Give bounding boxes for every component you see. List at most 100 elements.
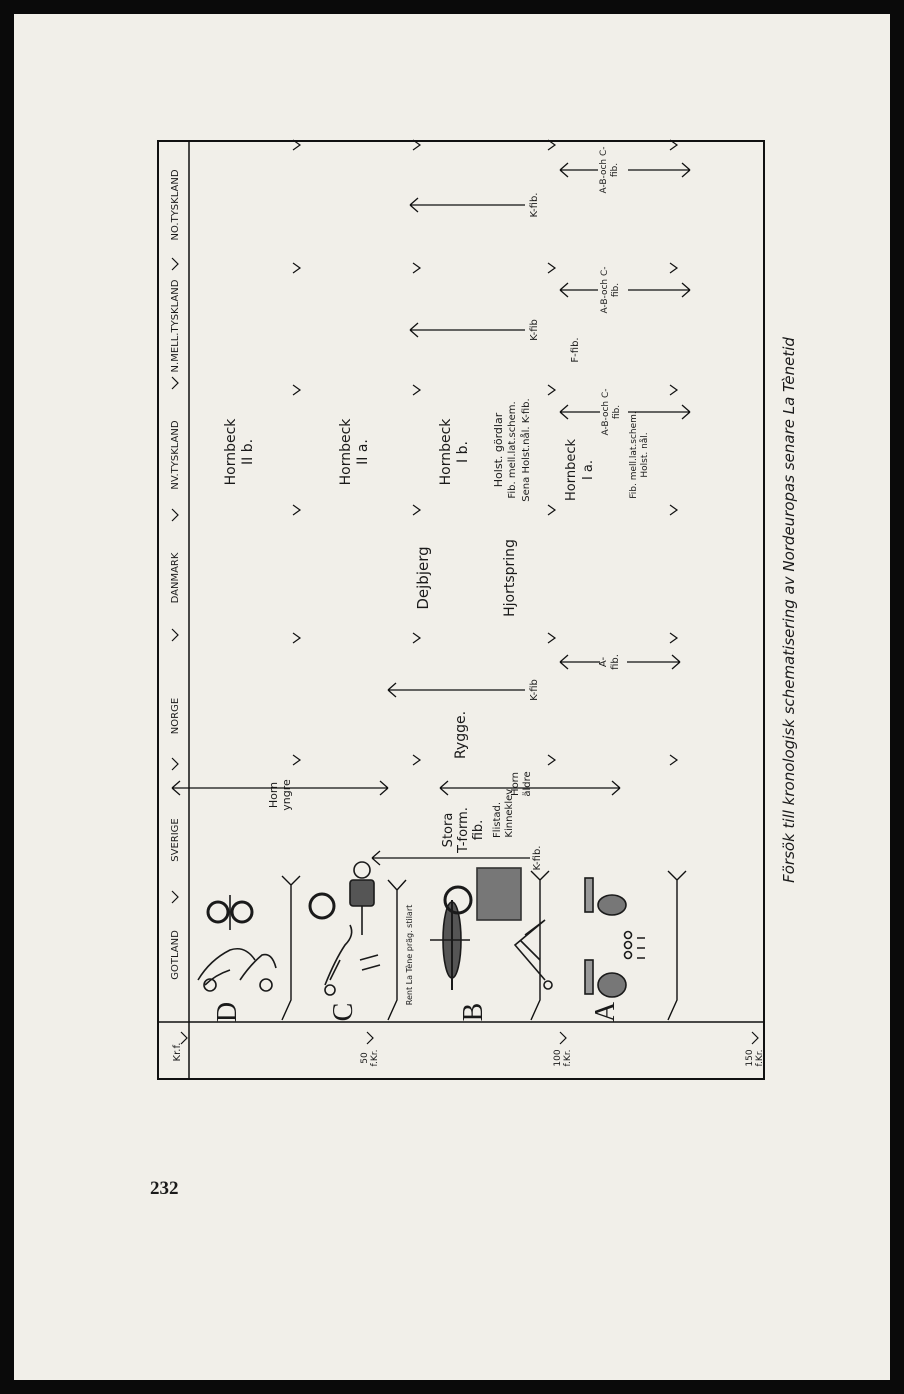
time-mark-label: Kr.f. — [172, 1043, 183, 1062]
range-bar — [559, 404, 691, 420]
period-d: D — [212, 1002, 243, 1022]
gotland-style-note: Rent La Tène präg. stilart — [404, 905, 414, 1006]
entry-line: Horn — [267, 782, 280, 808]
time-mark-label: f.Kr. — [563, 1049, 573, 1066]
gotland-boundaries — [281, 870, 687, 1021]
boundary-bracket — [667, 870, 687, 1021]
period-a: A — [590, 1001, 621, 1022]
entry-line: A- — [598, 656, 609, 667]
entry-line: Hornbeck — [338, 418, 354, 486]
ring-pin-d-drawing — [206, 895, 254, 930]
chevron-row — [292, 139, 302, 766]
nv-abc-fib: A-B-och C- fib. — [601, 388, 622, 435]
range-bar — [409, 197, 525, 213]
header-arrows — [171, 257, 179, 904]
no-abc-fib: A-B-och C- fib. — [599, 146, 620, 193]
nv-hornbeck-iia: Hornbeck II a. — [338, 418, 371, 486]
entry-line: Hornbeck — [564, 439, 579, 501]
chevron-row — [412, 139, 422, 766]
range-bar — [559, 162, 691, 178]
boundary-bracket — [281, 875, 301, 1021]
entry-line: I a. — [581, 460, 596, 480]
column-header-no-tyskland: NO.TYSKLAND — [170, 169, 181, 240]
bronze-pendants-a-drawing — [584, 877, 627, 998]
range-bar — [409, 322, 525, 338]
nv-hornbeck-ia: Hornbeck I a. — [564, 439, 596, 501]
header-arrow — [171, 628, 179, 642]
time-axis: Kr.f. 50 f.Kr. 100 f.Kr. 150 f.Kr. — [172, 1031, 765, 1067]
fibula-d-drawing — [197, 947, 277, 992]
column-header-n-mell-tyskland: N.MELL.TYSKLAND — [170, 279, 181, 372]
column-header-norge: NORGE — [170, 698, 181, 734]
period-b: B — [458, 1003, 489, 1022]
time-mark-label: f.Kr. — [755, 1049, 765, 1066]
entry-line: Stora — [441, 813, 456, 848]
entry-line: fib. — [611, 283, 621, 297]
time-mark-2: 100 f.Kr. — [553, 1049, 573, 1066]
entry-line: T-form. — [456, 807, 471, 854]
norge-rygge: Rygge. — [453, 711, 469, 759]
ring-buckle-c-drawing — [308, 861, 375, 935]
nv-fib-holst: Fib. mell.lat.schem. Holst. nål. — [629, 411, 650, 499]
entry-line: fib. — [471, 820, 486, 841]
sverige-horn-yngre: Horn yngre — [267, 779, 293, 811]
header-arrow — [171, 890, 179, 904]
page-number: 232 — [150, 1178, 179, 1199]
entry-line: fib. — [610, 163, 620, 177]
chevron-row — [547, 139, 557, 766]
period-c: C — [328, 1003, 359, 1022]
sverige-horn-aldre: Horn äldre — [510, 771, 533, 796]
entry-line: fib. — [612, 405, 622, 419]
range-bar — [171, 780, 389, 796]
time-mark-label: 50 — [360, 1052, 370, 1064]
entry-line: yngre — [280, 779, 293, 811]
nmell-kfib: K-fib — [529, 319, 540, 341]
entry-line: I b. — [455, 441, 471, 463]
column-header-gotland: GOTLAND — [170, 930, 181, 980]
entry-line: Holst. nål. — [639, 432, 650, 477]
entry-line: A-B-och C- — [599, 146, 609, 193]
range-bar — [559, 654, 681, 670]
header-arrow — [171, 757, 179, 771]
scanned-page — [14, 14, 890, 1380]
time-mark-label: f.Kr. — [370, 1049, 380, 1066]
column-header-sverige: SVERIGE — [170, 818, 181, 861]
chart-caption: Försök till kronologisk schematisering a… — [780, 337, 798, 883]
boundary-chevrons — [292, 139, 679, 766]
artifact-drawings — [197, 861, 645, 998]
nv-hornbeck-ib: Hornbeck I b. — [438, 418, 471, 486]
range-bar — [371, 850, 530, 866]
nmell-abc-fib: A-B-och C- fib. — [600, 266, 621, 313]
header-arrow — [171, 508, 179, 522]
time-mark-label: 100 — [553, 1049, 563, 1066]
entry-line: Hornbeck — [438, 418, 454, 486]
entry-line: Fib. mell.lat.schem. — [629, 411, 639, 499]
time-mark-1: 50 f.Kr. — [360, 1049, 380, 1066]
beads-a-drawing — [623, 930, 645, 960]
entry-line: II a. — [355, 439, 371, 465]
boundary-bracket — [530, 870, 550, 1021]
header-arrow — [171, 376, 179, 390]
entry-line: Horn — [510, 772, 521, 796]
period-letters: D C B A — [212, 1001, 621, 1022]
time-arrow — [559, 1031, 567, 1045]
entry-line: A-B-och C- — [600, 266, 610, 313]
entry-line: Hornbeck — [223, 418, 239, 486]
time-arrow — [751, 1031, 759, 1045]
column-headers: GOTLAND SVERIGE NORGE DANMARK NV.TYSKLAN… — [170, 169, 181, 980]
range-bar — [387, 682, 525, 698]
belt-hook-b-drawing — [430, 900, 470, 990]
norge-afib: A- fib. — [598, 654, 621, 670]
entry-line: Fib. mell.lat.schem. — [507, 401, 518, 498]
entries: Horn yngre Stora T-form. fib. Flistad. K… — [223, 146, 650, 870]
nmell-ffib: F-fib. — [570, 337, 581, 362]
danmark-hjortspring: Hjortspring — [502, 539, 518, 617]
danmark-dejbjerg: Dejbjerg — [414, 546, 432, 609]
range-bar — [559, 282, 691, 298]
ring-plate-b-drawing — [443, 867, 522, 921]
entry-line: Kinneklev. — [504, 786, 515, 837]
entry-line: A-B-och C- — [601, 388, 611, 435]
range-bar — [439, 780, 621, 796]
time-arrow — [180, 1031, 188, 1045]
